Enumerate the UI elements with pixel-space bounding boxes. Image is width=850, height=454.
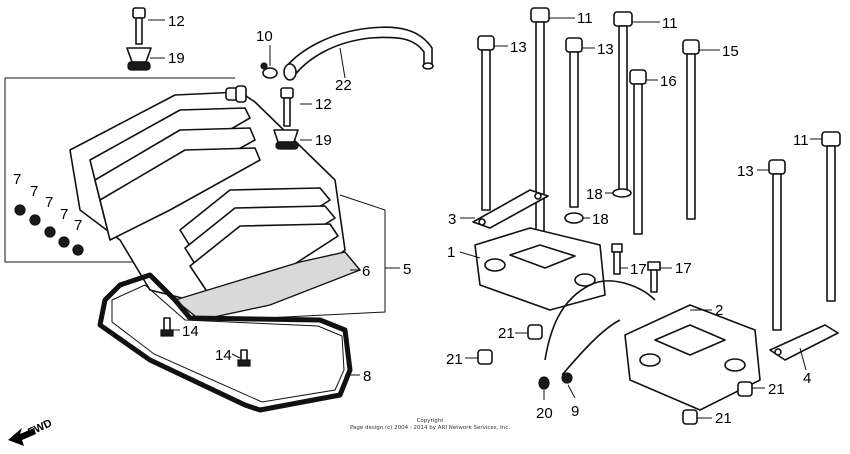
breather-hose bbox=[283, 26, 434, 81]
callout-18-b: 18 bbox=[592, 211, 609, 228]
copyright-line-1: Copyright bbox=[416, 418, 444, 424]
callout-12-lower: 12 bbox=[315, 96, 332, 113]
callout-22: 22 bbox=[335, 77, 352, 94]
copyright-line-2: Page design (c) 2004 - 2014 by ARI Netwo… bbox=[349, 424, 511, 431]
callout-10: 10 bbox=[256, 28, 273, 45]
bolt-12-lower bbox=[273, 87, 299, 150]
camshaft-holder-1 bbox=[474, 227, 606, 311]
callout-19-top: 19 bbox=[168, 50, 185, 67]
forward-direction-indicator: FWD bbox=[8, 417, 54, 446]
bolt-17-a bbox=[611, 243, 623, 275]
bolt-17-b bbox=[647, 261, 661, 293]
callout-19-lower: 19 bbox=[315, 132, 332, 149]
bolt-14-a bbox=[160, 317, 174, 337]
group-5-bracket bbox=[4, 77, 235, 263]
callout-21-a: 21 bbox=[498, 325, 515, 342]
callout-2: 2 bbox=[715, 302, 723, 319]
callout-20: 20 bbox=[536, 405, 553, 422]
fwd-arrow-icon bbox=[8, 428, 36, 446]
hose-clip bbox=[260, 62, 278, 79]
callout-16: 16 bbox=[660, 73, 677, 90]
callout-11-b: 11 bbox=[662, 15, 678, 32]
long-bolts bbox=[477, 7, 841, 331]
plate-4 bbox=[769, 324, 839, 361]
callout-7-c: 7 bbox=[45, 194, 53, 211]
callout-7-d: 7 bbox=[60, 206, 68, 223]
callout-4: 4 bbox=[803, 370, 811, 387]
callout-17-b: 17 bbox=[675, 260, 692, 277]
washer-18-a bbox=[612, 188, 632, 198]
camshaft-holder-2 bbox=[624, 304, 761, 411]
callout-3: 3 bbox=[448, 211, 456, 228]
callout-7-e: 7 bbox=[74, 217, 82, 234]
callout-13-c: 13 bbox=[737, 163, 754, 180]
dowel-21-c bbox=[737, 381, 753, 397]
callout-21-d: 21 bbox=[715, 410, 732, 427]
head-cover-gasket bbox=[97, 272, 353, 413]
callout-11-c: 11 bbox=[793, 132, 809, 149]
grommet-set bbox=[14, 204, 84, 256]
callout-6: 6 bbox=[362, 263, 370, 280]
bolt-12-top bbox=[126, 7, 152, 71]
callout-7-b: 7 bbox=[30, 183, 38, 200]
callout-14-a: 14 bbox=[182, 323, 199, 340]
callout-17-a: 17 bbox=[630, 261, 647, 278]
callout-7-a: 7 bbox=[13, 171, 21, 188]
head-cover bbox=[69, 85, 362, 321]
callout-21-b: 21 bbox=[446, 351, 463, 368]
group-5-bracket-right bbox=[264, 194, 386, 319]
callout-18-a: 18 bbox=[586, 186, 603, 203]
callout-labels: 12 19 10 22 12 19 7 7 7 7 7 6 5 14 14 8 … bbox=[13, 10, 811, 427]
dowel-21-d bbox=[682, 409, 698, 425]
dowel-21-b bbox=[477, 349, 493, 365]
callout-15: 15 bbox=[722, 43, 739, 60]
fwd-label: FWD bbox=[26, 417, 54, 438]
callout-13-a: 13 bbox=[510, 39, 527, 56]
wire-harness-9 bbox=[544, 280, 656, 376]
cover-assembly-group bbox=[4, 77, 386, 413]
callout-1: 1 bbox=[447, 244, 455, 261]
callout-11-a: 11 bbox=[577, 10, 593, 27]
callout-8: 8 bbox=[363, 368, 371, 385]
copyright-notice: Copyright Page design (c) 2004 - 2014 by… bbox=[300, 418, 560, 431]
callout-21-c: 21 bbox=[768, 381, 785, 398]
callout-12-top: 12 bbox=[168, 13, 185, 30]
callout-5: 5 bbox=[403, 261, 411, 278]
callout-9: 9 bbox=[571, 403, 579, 420]
leader-lines bbox=[148, 17, 822, 419]
grommet-20 bbox=[538, 376, 550, 390]
callout-14-b: 14 bbox=[215, 347, 232, 364]
washer-18-b bbox=[564, 212, 584, 224]
callout-13-b: 13 bbox=[597, 41, 614, 58]
bolt-14-b bbox=[237, 349, 251, 367]
dowel-21-a bbox=[527, 324, 543, 340]
plate-3 bbox=[472, 189, 549, 229]
